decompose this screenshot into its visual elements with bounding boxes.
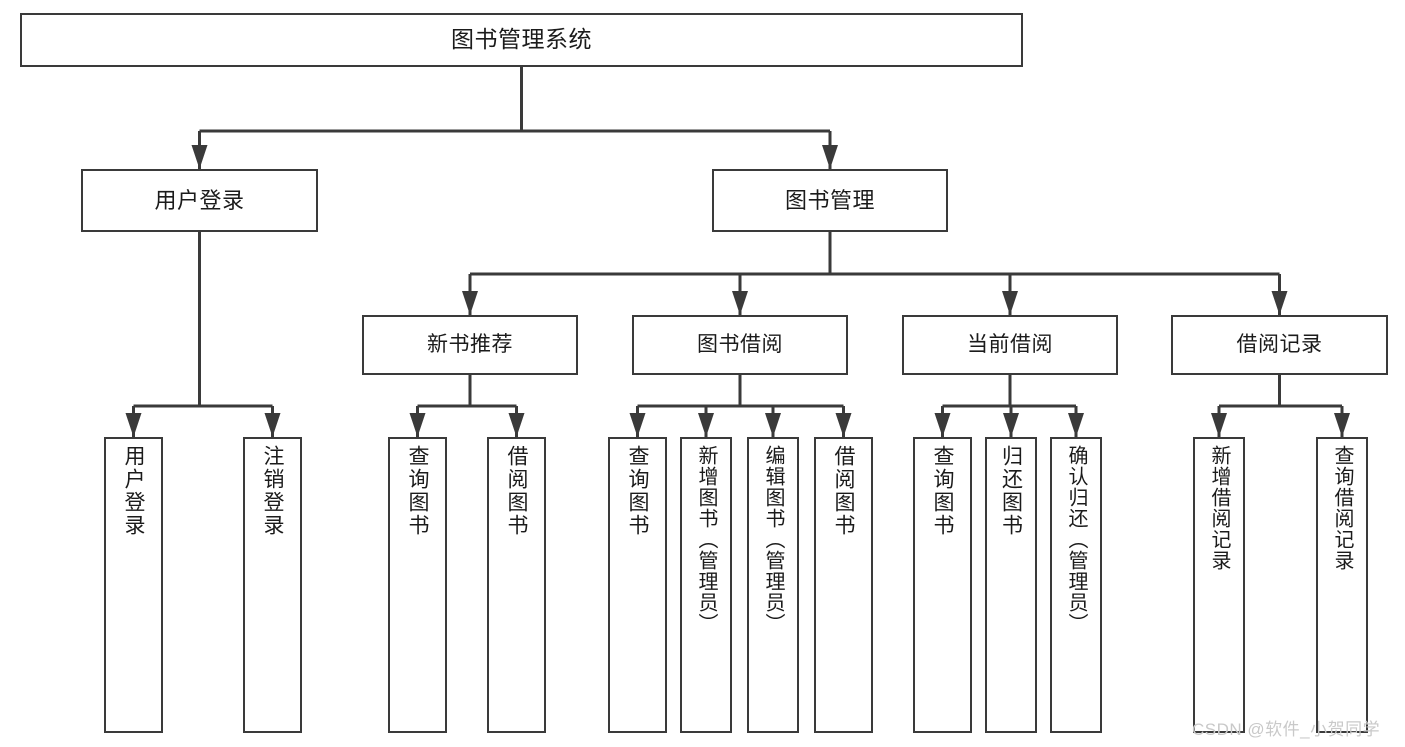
node-leaf-user-login[interactable]: 用户登录 [104,437,163,733]
arrow-icon-leaf-user-login [125,413,142,437]
arrow-icon-leaf-rec-search [1334,413,1350,437]
node-label-new-book-rec: 新书推荐 [427,332,513,356]
node-label-book-manage: 图书管理 [784,187,875,213]
arrow-icon-leaf-rec-borrow [508,413,525,437]
node-new-book-rec[interactable]: 新书推荐 [362,315,578,375]
node-label-leaf-borrow-add: 新增图书（管理员） [695,445,717,634]
node-leaf-borrow-add[interactable]: 新增图书（管理员） [680,437,732,733]
node-label-leaf-borrow-edit: 编辑图书（管理员） [762,445,784,634]
node-label-root: 图书管理系统 [451,26,592,53]
arrow-icon-leaf-cur-query [934,413,951,437]
node-label-book-borrow: 图书借阅 [697,332,783,356]
arrow-icon-current-borrow [1002,291,1018,315]
arrow-icon-new-book-rec [462,291,478,315]
arrow-icon-leaf-borrow-edit [765,413,781,437]
node-leaf-rec-query[interactable]: 查询图书 [388,437,447,733]
arrow-icon-leaf-borrow-do [835,413,852,437]
node-label-leaf-rec-add: 新增借阅记录 [1208,445,1230,571]
node-leaf-rec-add[interactable]: 新增借阅记录 [1193,437,1245,733]
node-root[interactable]: 图书管理系统 [20,13,1023,67]
node-user-login[interactable]: 用户登录 [81,169,318,232]
arrow-icon-borrow-record [1271,291,1288,315]
node-book-manage[interactable]: 图书管理 [712,169,948,232]
node-leaf-rec-search[interactable]: 查询借阅记录 [1316,437,1368,733]
arrow-icon-leaf-borrow-query [629,413,646,437]
node-label-leaf-rec-query: 查询图书 [406,445,429,537]
arrow-icon-leaf-user-logout [264,413,281,437]
node-label-leaf-user-logout: 注销登录 [261,445,284,537]
node-leaf-cur-confirm[interactable]: 确认归还（管理员） [1050,437,1102,733]
node-leaf-cur-return[interactable]: 归还图书 [985,437,1037,733]
arrow-icon-leaf-rec-query [409,413,426,437]
node-label-user-login: 用户登录 [154,187,245,213]
csdn-watermark: CSDN @软件_小贺同学 [1192,720,1381,739]
node-leaf-cur-query[interactable]: 查询图书 [913,437,972,733]
node-borrow-record[interactable]: 借阅记录 [1171,315,1388,375]
node-current-borrow[interactable]: 当前借阅 [902,315,1118,375]
arrow-icon-book-manage [822,145,838,169]
arrow-icon-user-login [191,145,208,169]
node-leaf-borrow-edit[interactable]: 编辑图书（管理员） [747,437,799,733]
node-leaf-borrow-query[interactable]: 查询图书 [608,437,667,733]
node-book-borrow[interactable]: 图书借阅 [632,315,848,375]
node-label-leaf-borrow-query: 查询图书 [626,445,649,537]
node-label-leaf-rec-borrow: 借阅图书 [505,445,528,537]
node-label-leaf-cur-return: 归还图书 [999,445,1023,537]
node-label-current-borrow: 当前借阅 [967,332,1053,356]
arrow-icon-leaf-cur-return [1003,413,1019,437]
node-label-leaf-cur-confirm: 确认归还（管理员） [1065,445,1087,634]
arrow-icon-leaf-borrow-add [698,413,714,437]
arrow-icon-leaf-cur-confirm [1068,413,1084,437]
arrow-icon-book-borrow [732,291,748,315]
node-label-leaf-cur-query: 查询图书 [931,445,954,537]
node-label-leaf-borrow-do: 借阅图书 [832,445,855,537]
arrow-icon-leaf-rec-add [1211,413,1227,437]
node-label-leaf-rec-search: 查询借阅记录 [1331,445,1353,571]
node-label-borrow-record: 借阅记录 [1236,332,1323,356]
node-label-leaf-user-login: 用户登录 [122,445,145,537]
node-leaf-rec-borrow[interactable]: 借阅图书 [487,437,546,733]
node-leaf-borrow-do[interactable]: 借阅图书 [814,437,873,733]
node-leaf-user-logout[interactable]: 注销登录 [243,437,302,733]
